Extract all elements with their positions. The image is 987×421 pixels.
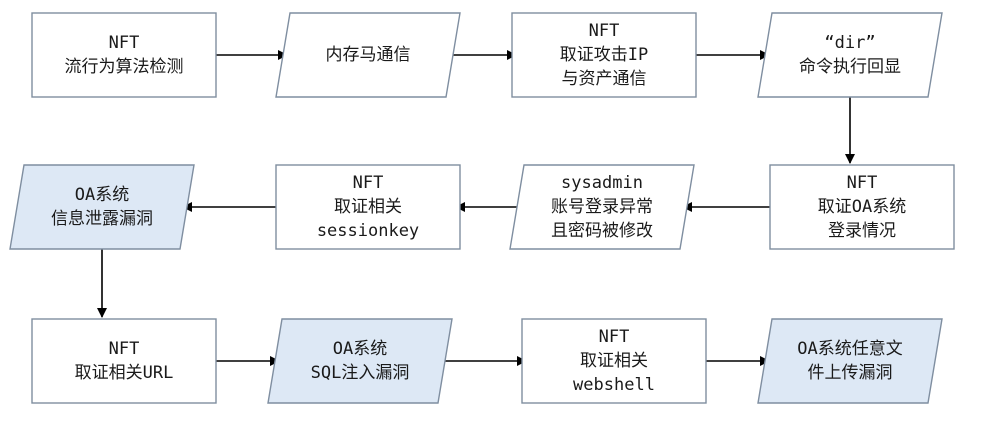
node-7-line-3: sessionkey <box>316 221 420 241</box>
node-10-line-2: SQL注入漏洞 <box>310 363 410 383</box>
node-1-line-1: NFT <box>108 33 140 53</box>
node-7-rect <box>275 164 461 250</box>
node-11-rect <box>521 318 707 404</box>
node-7-line-1: NFT <box>352 173 384 193</box>
node-11-line-2: 取证相关 <box>580 351 648 371</box>
node-5-line-2: 取证OA系统 <box>817 197 907 217</box>
node-5-line-3: 登录情况 <box>828 221 896 241</box>
node-8-line-2: 信息泄露漏洞 <box>51 209 153 229</box>
node-8-parallelogram <box>9 164 195 250</box>
node-10-parallelogram <box>267 318 453 404</box>
node-6-line-2: 账号登录异常 <box>551 197 653 217</box>
node-9-line-1: NFT <box>108 339 140 359</box>
node-3-line-3: 与资产通信 <box>561 69 647 89</box>
node-5-rect <box>769 164 955 250</box>
node-11-line-3: webshell <box>573 375 655 395</box>
node-11-line-1: NFT <box>598 327 630 347</box>
node-5-label: NFT 取证OA系统登录情况 <box>770 165 954 249</box>
node-8-label: OA系统信息泄露漏洞 <box>10 165 194 249</box>
node-2-line-1: 内存马通信 <box>325 45 411 65</box>
node-1-line-2: 流行为算法检测 <box>64 57 184 77</box>
node-12-parallelogram <box>757 318 943 404</box>
node-6-parallelogram <box>509 164 695 250</box>
node-2-parallelogram <box>275 12 461 98</box>
node-3-rect <box>511 12 697 98</box>
node-10-line-1: OA系统 <box>332 339 388 359</box>
node-12-label: OA系统任意文件上传漏洞 <box>758 319 942 403</box>
node-6-label: sysadmin 账号登录异常且密码被修改 <box>510 165 694 249</box>
node-6-line-1: sysadmin <box>561 173 643 193</box>
node-11-label: NFT 取证相关 webshell <box>522 319 706 403</box>
node-4-parallelogram <box>757 12 943 98</box>
node-9-line-2: 取证相关URL <box>74 363 174 383</box>
node-3-label: NFT 取证攻击IP 与资产通信 <box>512 13 696 97</box>
node-9-rect <box>31 318 217 404</box>
node-7-line-2: 取证相关 <box>334 197 402 217</box>
node-10-label: OA系统 SQL注入漏洞 <box>268 319 452 403</box>
node-4-line-2: 命令执行回显 <box>799 57 901 77</box>
node-8-line-1: OA系统 <box>74 185 130 205</box>
node-12-line-1: OA系统任意文 <box>797 339 903 359</box>
node-1-label: NFT 流行为算法检测 <box>32 13 216 97</box>
node-6-line-3: 且密码被修改 <box>551 221 653 241</box>
node-3-line-1: NFT <box>588 21 620 41</box>
node-3-line-2: 取证攻击IP <box>559 45 649 65</box>
node-12-line-2: 件上传漏洞 <box>807 363 893 383</box>
node-9-label: NFT 取证相关URL <box>32 319 216 403</box>
node-2-label: 内存马通信 <box>276 13 460 97</box>
node-4-line-1: “dir” <box>824 33 876 53</box>
node-4-label: “dir” 命令执行回显 <box>758 13 942 97</box>
node-5-line-1: NFT <box>846 173 878 193</box>
node-7-label: NFT 取证相关 sessionkey <box>276 165 460 249</box>
node-1-rect <box>31 12 217 98</box>
